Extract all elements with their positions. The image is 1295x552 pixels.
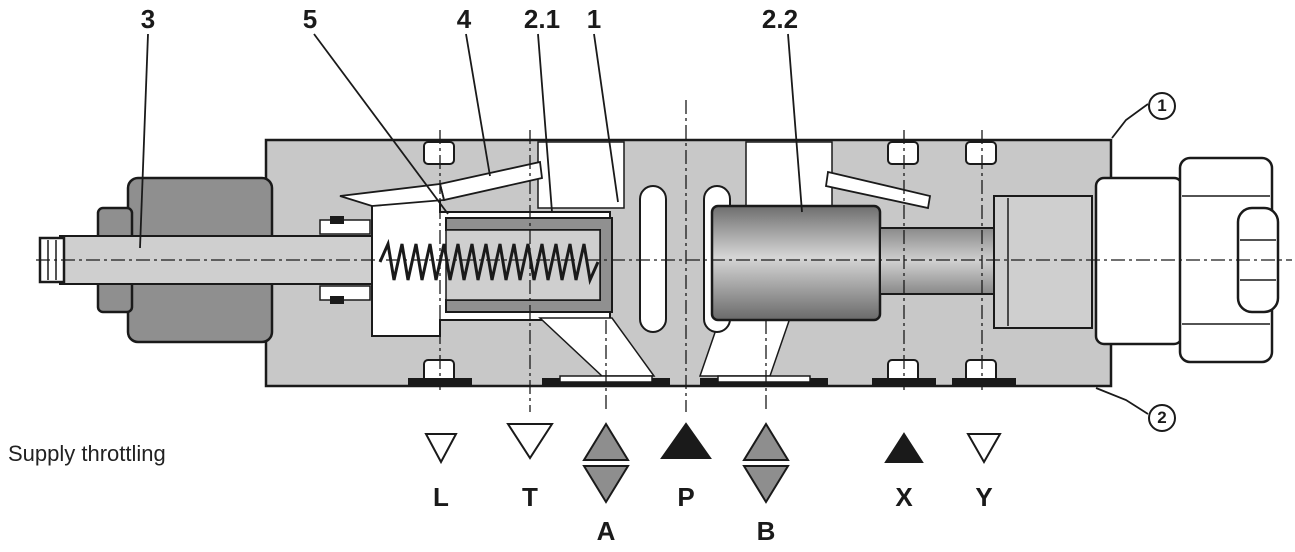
leader-lines: [139, 33, 1149, 415]
center-lines: [36, 100, 1292, 412]
port-a-arrow-up: [582, 422, 630, 461]
port-label-b: B: [756, 516, 776, 546]
port-l-arrow: [424, 433, 458, 465]
port-label-l: L: [433, 482, 449, 512]
caption: Supply throttling: [8, 441, 166, 466]
label-part-5: 5: [302, 4, 318, 34]
label-part-2-1: 2.1: [523, 4, 561, 34]
callout-1: 1: [1148, 92, 1176, 120]
port-a-arrow-down: [582, 465, 630, 504]
port-t-arrow: [506, 423, 554, 460]
port-arrows: [424, 422, 1002, 504]
label-part-4: 4: [456, 4, 472, 34]
spring: [378, 238, 600, 286]
end-plug: [1094, 156, 1280, 364]
port-label-a: A: [596, 516, 616, 546]
port-b-arrow-down: [742, 465, 790, 504]
label-part-2-2: 2.2: [761, 4, 799, 34]
port-x-arrow: [884, 432, 924, 463]
port-label-x: X: [895, 482, 913, 512]
flow-channels: [537, 141, 833, 377]
label-part-3: 3: [140, 4, 156, 34]
port-label-t: T: [522, 482, 538, 512]
port-label-y: Y: [975, 482, 993, 512]
callout-2: 2: [1148, 404, 1176, 432]
port-b-arrow-up: [742, 422, 790, 461]
port-p-arrow: [660, 422, 712, 459]
port-y-arrow: [966, 433, 1002, 465]
port-label-p: P: [677, 482, 695, 512]
label-part-1: 1: [586, 4, 602, 34]
spool-2-2: [710, 195, 1093, 329]
